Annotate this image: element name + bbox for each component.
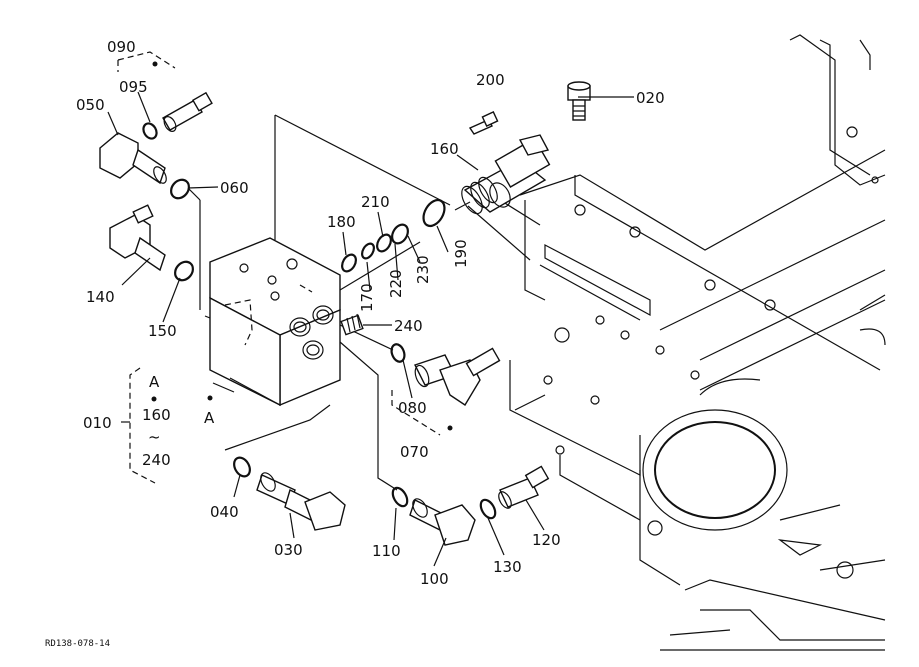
label-070: 070: [400, 443, 429, 461]
label-190: 190: [452, 239, 470, 268]
fitting-030: [256, 472, 346, 531]
label-010: 010: [83, 414, 112, 432]
label-120: 120: [532, 531, 561, 549]
label-220: 220: [387, 269, 405, 298]
label-140: 140: [86, 288, 115, 306]
plug-240: [340, 313, 364, 336]
label-130: 130: [493, 558, 522, 576]
label-060: 060: [220, 179, 249, 197]
label-160: 160: [430, 140, 459, 158]
group-090-bracket: [117, 51, 176, 72]
label-100: 100: [420, 570, 449, 588]
label-050: 050: [76, 96, 105, 114]
label-095: 095: [119, 78, 148, 96]
label-240: 240: [394, 317, 423, 335]
fitting-080: [414, 347, 501, 406]
bolt-200: [468, 111, 499, 135]
group-070-bracket: [391, 390, 453, 436]
label-210: 210: [361, 193, 390, 211]
group-010-range: A 160 ~ 240: [142, 373, 171, 469]
machine-frame: [509, 34, 886, 651]
reference-a-marker: [207, 382, 235, 401]
label-leaders: [107, 91, 634, 567]
o-rings: [142, 122, 497, 520]
group-010-tilde: ~: [148, 428, 161, 446]
plug-020: [567, 81, 591, 121]
drawing-code: RD138-078-14: [45, 639, 110, 649]
fitting-120: [498, 465, 550, 509]
leader-lines: [187, 114, 541, 491]
fitting-100: [409, 498, 476, 546]
fitting-050: [99, 132, 167, 185]
valve-block: [209, 237, 341, 407]
label-080: 080: [398, 399, 427, 417]
label-110: 110: [372, 542, 401, 560]
label-230: 230: [414, 255, 432, 284]
group-010-bracket: [129, 367, 157, 484]
reference-a-label: A: [204, 409, 215, 427]
group-010-to: 240: [142, 451, 171, 469]
label-150: 150: [148, 322, 177, 340]
label-020: 020: [636, 89, 665, 107]
fitting-095: [162, 91, 213, 132]
label-040: 040: [210, 503, 239, 521]
solenoid-160: [454, 134, 551, 215]
label-170: 170: [358, 283, 376, 312]
group-010-from: A: [149, 373, 160, 391]
label-180: 180: [327, 213, 356, 231]
group-010-mid: 160: [142, 406, 171, 424]
label-090: 090: [107, 38, 136, 56]
label-200: 200: [476, 71, 505, 89]
label-030: 030: [274, 541, 303, 559]
part-labels: 090 095 050 060 200 020 160 210 180 170 …: [76, 38, 665, 588]
fitting-140: [109, 204, 166, 272]
